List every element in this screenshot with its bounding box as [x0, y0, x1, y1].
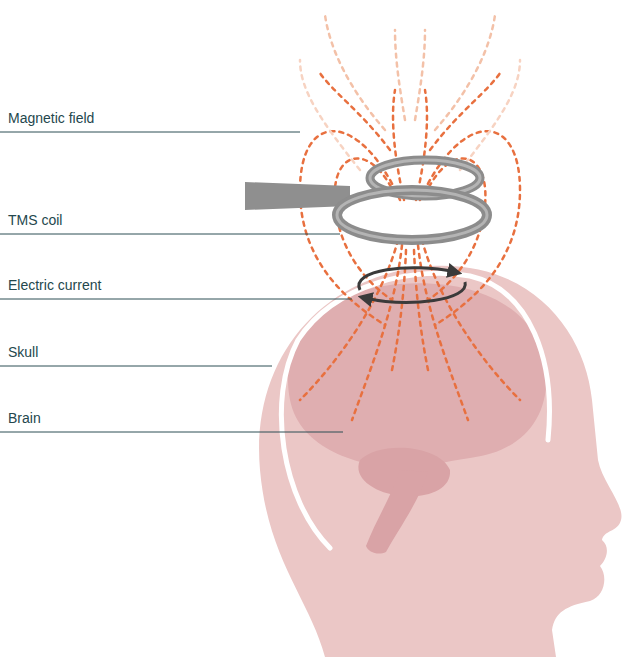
leader-lines [0, 132, 352, 432]
skull-label: Skull [8, 344, 38, 360]
coil-label: TMS coil [8, 212, 62, 228]
electric-current-loop [359, 268, 465, 303]
head-silhouette [259, 266, 621, 657]
brain-label: Brain [8, 410, 41, 426]
magnetic-field-lines [300, 15, 520, 420]
current-label: Electric current [8, 277, 101, 293]
brain-stem [366, 470, 428, 554]
tms-coil [337, 160, 487, 240]
coil-handle [245, 182, 350, 210]
skull [281, 273, 549, 548]
field-label: Magnetic field [8, 110, 94, 126]
